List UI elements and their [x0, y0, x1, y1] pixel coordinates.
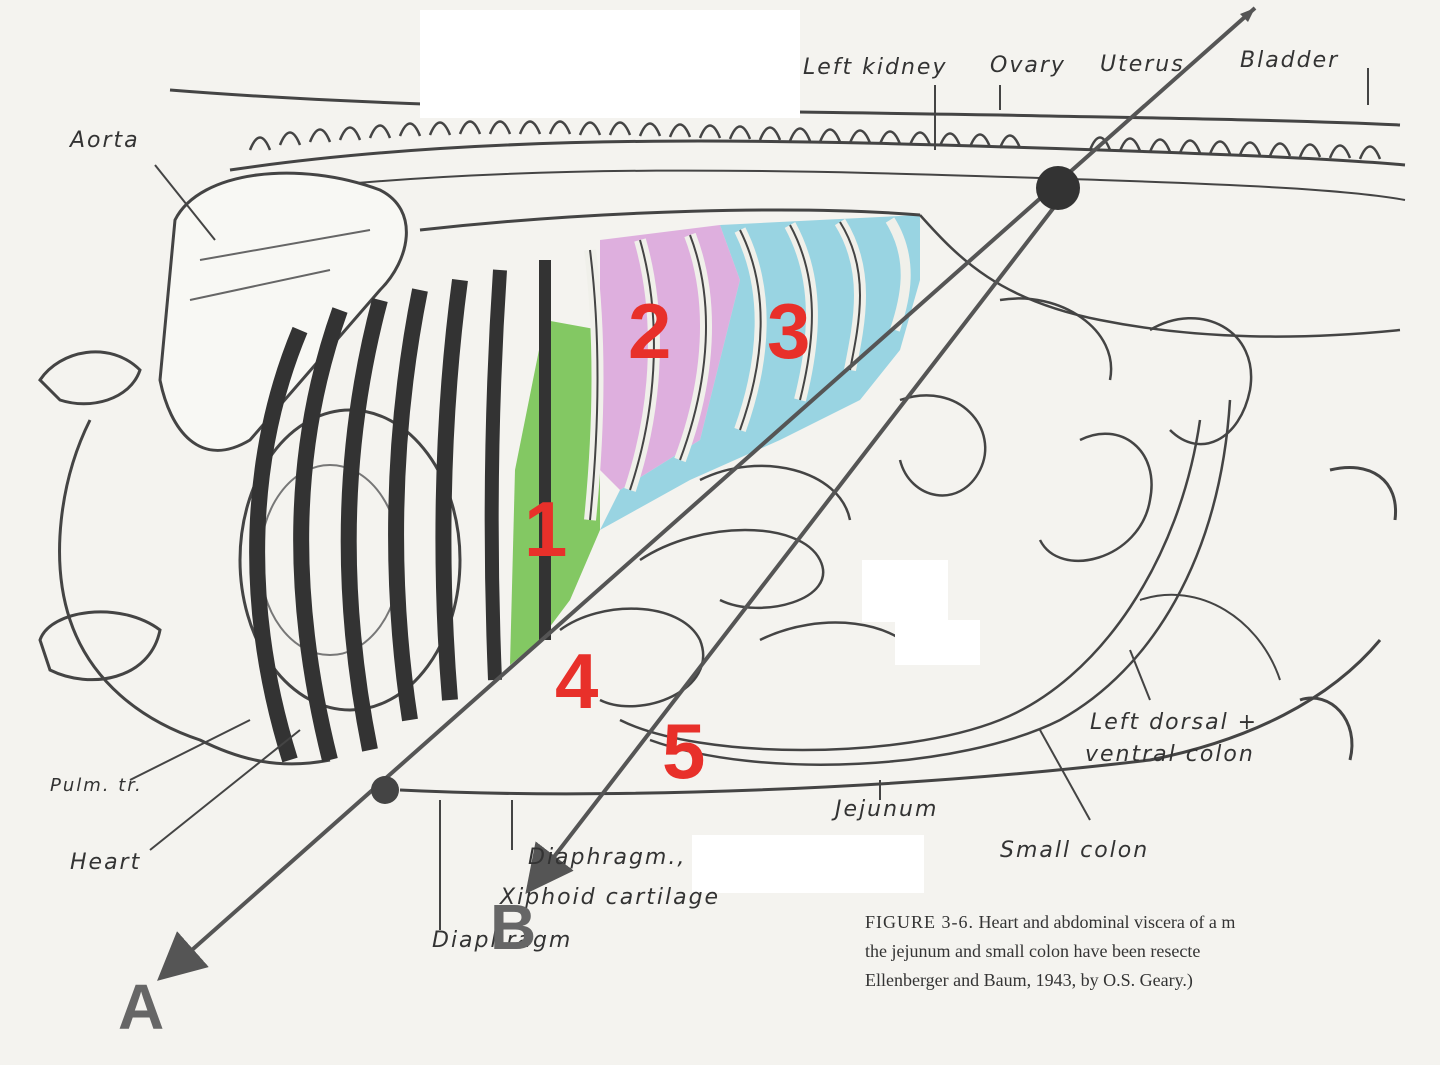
axis-label-b: B: [490, 891, 537, 963]
spine-line: [229, 139, 1406, 172]
label-diaphragm-xiphoid-1: Diaphragm.,: [528, 845, 687, 870]
figure-caption: FIGURE 3-6. Heart and abdominal viscera …: [865, 908, 1235, 995]
label-left-kidney: Left kidney: [803, 55, 948, 80]
caption-figure-number: FIGURE 3-6.: [865, 912, 974, 932]
marker-5: 5: [662, 707, 706, 795]
hidden-label-mask-mid2: [895, 620, 980, 665]
back-contour: [169, 88, 1401, 127]
caption-line-2: the jejunum and small colon have been re…: [865, 941, 1201, 961]
marker-4: 4: [555, 637, 599, 725]
marker-1: 1: [524, 485, 568, 573]
intestine-loops: [559, 297, 1253, 766]
axis-joint-upper: [1036, 166, 1080, 210]
neck-outline: [58, 419, 331, 766]
hidden-label-mask-bottom: [692, 835, 924, 893]
axis-b-line: [525, 178, 1077, 895]
label-aorta: Aorta: [70, 128, 140, 153]
leader-lines: [129, 68, 1369, 930]
caption-line-3: Ellenberger and Baum, 1943, by O.S. Gear…: [865, 970, 1193, 990]
label-ovary: Ovary: [990, 53, 1066, 78]
label-jejunum: Jejunum: [835, 797, 939, 822]
label-heart: Heart: [70, 850, 142, 875]
marker-2: 2: [628, 287, 672, 375]
label-uterus: Uterus: [1100, 52, 1185, 77]
label-bladder: Bladder: [1240, 48, 1340, 73]
label-small-colon: Small colon: [1000, 838, 1150, 863]
hidden-label-mask-mid: [862, 560, 948, 622]
axis-joint-lower: [371, 776, 399, 804]
axis-a-line: [157, 6, 1257, 981]
region-green: [510, 320, 600, 665]
label-diaphragm-xiphoid-2: Xiphoid cartilage: [500, 885, 721, 910]
vertebrae: [248, 120, 1382, 160]
scapula: [158, 171, 408, 452]
hidden-label-mask-top: [420, 10, 800, 118]
abdomen-outline: [399, 639, 1382, 796]
label-left-colon-1: Left dorsal +: [1090, 710, 1259, 735]
caption-line-1: Heart and abdominal viscera of a m: [978, 912, 1236, 932]
marker-3: 3: [767, 287, 811, 375]
spine-line-lower: [239, 169, 1406, 201]
label-diaphragm: Diaphragm: [432, 928, 573, 953]
axis-label-a: A: [118, 971, 165, 1043]
label-left-colon-2: ventral colon: [1085, 742, 1255, 767]
label-pulm-tr: Pulm. tr.: [50, 775, 143, 796]
